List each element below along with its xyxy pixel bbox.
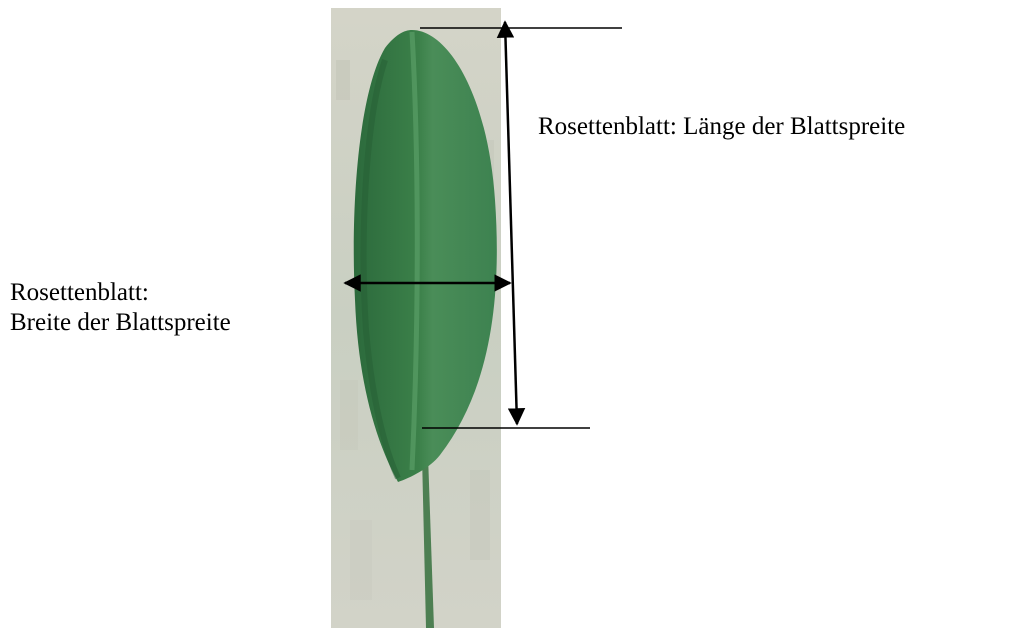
width-label: Rosettenblatt: Breite der Blattspreite	[10, 278, 231, 338]
length-arrow	[505, 22, 517, 424]
width-label-line2: Breite der Blattspreite	[10, 308, 231, 338]
width-label-line1: Rosettenblatt:	[10, 278, 231, 308]
length-label: Rosettenblatt: Länge der Blattspreite	[538, 112, 905, 142]
length-label-text: Rosettenblatt: Länge der Blattspreite	[538, 112, 905, 142]
